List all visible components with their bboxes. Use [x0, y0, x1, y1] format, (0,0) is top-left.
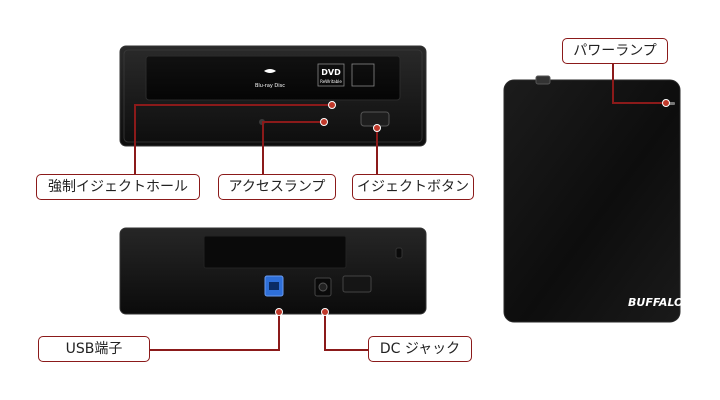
leader-usb: [278, 312, 280, 350]
label-usb-port: USB端子: [38, 336, 150, 362]
leader-power-lamp-h: [612, 102, 664, 104]
power-lamp-marker: [662, 99, 670, 107]
leader-power-lamp: [612, 64, 614, 102]
leader-access-lamp: [262, 121, 264, 174]
label-force-eject-hole: 強制イジェクトホール: [36, 174, 200, 200]
leader-dc: [324, 312, 326, 350]
leader-force-eject-h: [134, 104, 332, 106]
kensington-slot: [395, 247, 403, 259]
force-eject-marker: [328, 101, 336, 109]
vent-panel: [203, 235, 347, 269]
leader-access-lamp-h: [262, 121, 324, 123]
drive-front-view: Blu-ray Disc DVD ReWritable: [119, 45, 427, 147]
drive-top-view: [503, 75, 681, 323]
disc-tray: [145, 55, 401, 101]
label-dc-jack: DC ジャック: [368, 336, 472, 362]
usb-marker: [275, 308, 283, 316]
label-eject-button: イジェクトボタン: [352, 174, 474, 200]
label-power-lamp: パワーランプ: [562, 38, 668, 64]
leader-eject-button: [376, 128, 378, 174]
buffalo-logo: BUFFALO: [628, 296, 684, 309]
power-switch: [342, 275, 372, 293]
dvd-logo-subtext: ReWritable: [320, 79, 342, 84]
dc-marker: [321, 308, 329, 316]
access-lamp-marker: [320, 118, 328, 126]
dvd-logo-text: DVD: [321, 68, 341, 77]
label-access-lamp: アクセスランプ: [218, 174, 336, 200]
leader-usb-h: [150, 349, 280, 351]
eject-button-marker: [373, 124, 381, 132]
bluray-logo-text: Blu-ray Disc: [255, 83, 285, 89]
leader-dc-h: [324, 349, 368, 351]
drive-back-view: [119, 227, 427, 315]
bluray-logo-icon: [264, 69, 276, 73]
leader-force-eject: [134, 104, 136, 174]
